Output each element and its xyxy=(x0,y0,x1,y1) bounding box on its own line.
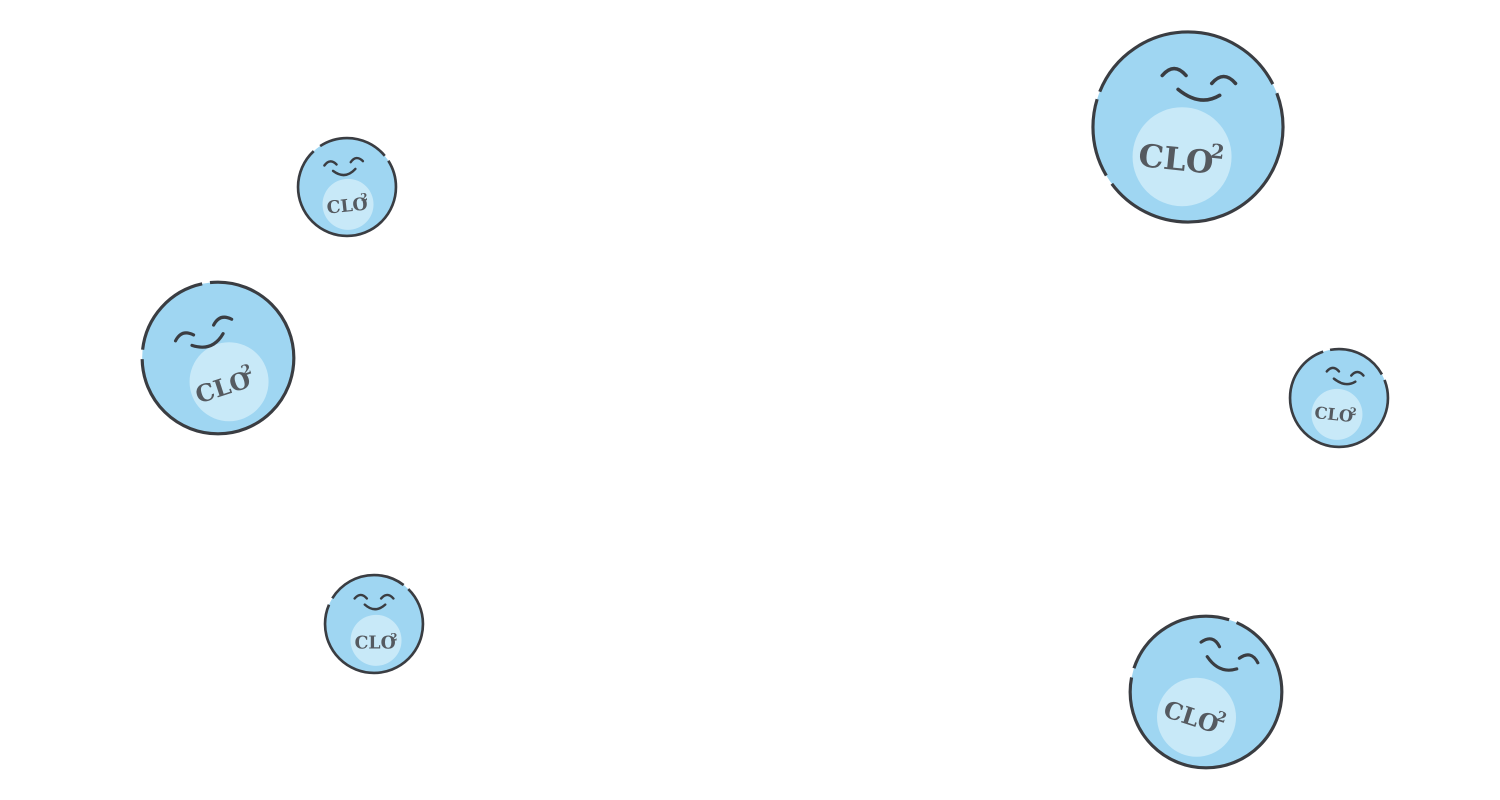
left-eye xyxy=(353,593,369,600)
left-eye xyxy=(173,331,196,343)
clo2-label: CLO 2 xyxy=(355,631,398,653)
right-eye xyxy=(1209,74,1238,86)
smile-mouth xyxy=(190,332,225,349)
bubble-belly xyxy=(350,614,402,666)
bubble-graphic: CLO 2 xyxy=(1128,614,1284,770)
clo-text: CLO xyxy=(1314,403,1354,426)
clo2-bubble-character: CLO 2 xyxy=(296,136,398,238)
smile-mouth xyxy=(1205,655,1239,672)
bubble-belly xyxy=(1157,677,1237,757)
smiley-face xyxy=(173,315,234,349)
right-eye xyxy=(212,315,234,327)
clo-superscript: 2 xyxy=(239,362,253,380)
smile-mouth xyxy=(331,167,357,177)
clo2-bubble-character: CLO 2 xyxy=(139,279,297,437)
smile-mouth xyxy=(1332,377,1357,386)
right-eye xyxy=(1237,653,1260,665)
clo2-bubble-character: CLO 2 xyxy=(1127,613,1285,771)
clo-superscript: 2 xyxy=(1349,406,1357,419)
clo-superscript: 2 xyxy=(360,191,368,204)
smiley-face xyxy=(323,156,365,177)
smiley-face xyxy=(1199,637,1260,672)
smile-mouth xyxy=(363,603,387,611)
right-eye xyxy=(379,593,395,600)
clo-text: CLO xyxy=(355,633,396,653)
smiley-face xyxy=(353,593,395,611)
clo2-label: CLO 2 xyxy=(1137,137,1226,182)
bubble-graphic: CLO 2 xyxy=(323,573,425,675)
right-eye xyxy=(1350,370,1365,377)
smiley-face xyxy=(1325,366,1365,386)
left-eye xyxy=(1199,637,1222,649)
left-eye xyxy=(323,160,338,167)
left-eye xyxy=(1160,66,1188,78)
bubble-belly xyxy=(1311,388,1363,440)
bubble-graphic: CLO 2 xyxy=(140,280,296,436)
right-eye xyxy=(349,156,365,164)
smile-mouth xyxy=(1176,87,1222,102)
bubble-belly xyxy=(1132,107,1232,207)
clo-text: CLO xyxy=(326,194,369,218)
clo-superscript: 2 xyxy=(1210,139,1226,164)
left-eye xyxy=(1325,366,1341,373)
bubble-graphic: CLO 2 xyxy=(1091,30,1285,224)
clo-text: CLO xyxy=(1137,137,1216,182)
clo2-label: CLO 2 xyxy=(326,191,369,218)
bubble-graphic: CLO 2 xyxy=(296,136,398,238)
clo-superscript: 2 xyxy=(390,631,397,643)
bubble-graphic: CLO 2 xyxy=(1288,347,1390,449)
clo2-bubble-character: CLO 2 xyxy=(1288,347,1390,449)
clo2-label: CLO 2 xyxy=(1314,403,1358,426)
smiley-face xyxy=(1160,66,1238,102)
bubble-belly xyxy=(189,342,269,422)
clo-superscript: 2 xyxy=(1214,709,1228,727)
bubble-belly xyxy=(322,178,374,230)
clo2-bubble-character: CLO 2 xyxy=(323,573,425,675)
clo2-bubble-character: CLO 2 xyxy=(1089,28,1287,226)
